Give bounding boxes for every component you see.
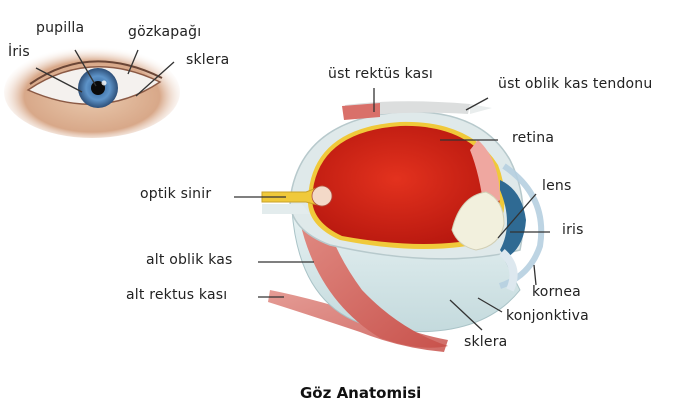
label-optik-sinir: optik sinir bbox=[140, 186, 212, 202]
label-lens: lens bbox=[542, 178, 572, 194]
cross-section-image bbox=[261, 101, 545, 352]
label-iris-section: iris bbox=[562, 222, 584, 238]
external-eye-leader-lines bbox=[35, 49, 175, 97]
label-konjonktiva: konjonktiva bbox=[506, 308, 589, 324]
label-pupilla: pupilla bbox=[36, 20, 85, 36]
label-gozkapagi: gözkapağı bbox=[128, 24, 202, 40]
external-eye-image bbox=[4, 46, 180, 138]
label-retina: retina bbox=[512, 130, 555, 146]
label-kornea: kornea bbox=[532, 284, 581, 300]
label-sklera-section: sklera bbox=[464, 334, 508, 350]
cross-section-leader-lines bbox=[234, 88, 550, 331]
label-ust-rektus-kasi: üst rektüs kası bbox=[328, 66, 434, 82]
label-alt-rektus-kasi: alt rektus kası bbox=[126, 287, 228, 303]
diagram-title: Göz Anatomisi bbox=[300, 384, 422, 402]
label-iris-external: İris bbox=[8, 44, 30, 60]
label-alt-oblik-kas: alt oblik kas bbox=[146, 252, 233, 268]
label-sklera-external: sklera bbox=[186, 52, 230, 68]
label-ust-oblik-kas-tendonu: üst oblik kas tendonu bbox=[498, 76, 653, 92]
